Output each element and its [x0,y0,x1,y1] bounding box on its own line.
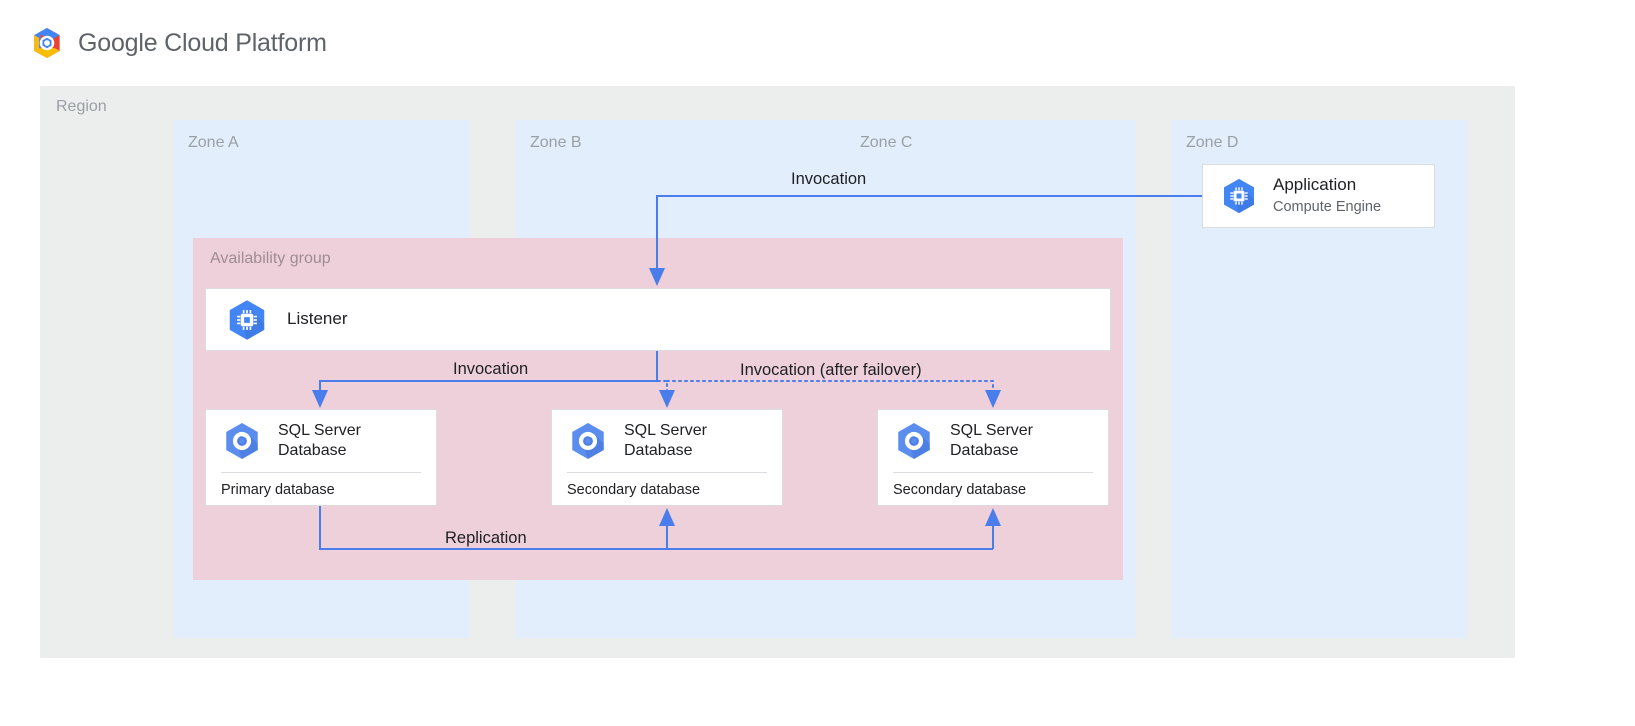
application-subtitle: Compute Engine [1273,198,1382,215]
db-c-title: SQL Server Database [950,422,1033,459]
zone-label-c: Zone C [860,134,913,151]
brand-google: Google [78,28,158,57]
edge-label-invocation-failover: Invocation (after failover) [740,361,922,379]
node-application[interactable]: Application Compute Engine [1202,164,1435,228]
card-divider [567,472,767,473]
listener-title: Listener [287,309,348,329]
db-b-role: Secondary database [567,481,701,498]
db-a-title: SQL Server Database [278,422,361,459]
db-c-role: Secondary database [893,481,1027,498]
brand-cloud-platform: Cloud Platform [157,28,327,57]
zone-label-b: Zone B [530,134,582,151]
node-sql-database-secondary-b[interactable]: SQL Server Database Secondary database [551,409,783,506]
sql-server-icon [898,422,930,460]
compute-engine-icon [229,299,265,340]
zone-label-d: Zone D [1186,134,1239,151]
zone-label-a: Zone A [188,134,239,151]
region-label: Region [56,98,107,115]
availability-group-label: Availability group [210,250,331,267]
edge-label-replication: Replication [445,529,527,547]
node-listener[interactable]: Listener [205,288,1111,351]
edge-label-invocation-primary: Invocation [453,360,529,378]
gcp-branding: Google Cloud Platform [28,24,327,62]
card-divider [893,472,1093,473]
google-cloud-hexagon-logo-icon [34,27,60,59]
compute-engine-icon [1224,178,1254,214]
node-sql-database-secondary-c[interactable]: SQL Server Database Secondary database [877,409,1109,506]
db-a-role: Primary database [221,481,335,498]
edge-label-invocation-top: Invocation [791,170,867,188]
sql-server-icon [226,422,258,460]
db-b-title: SQL Server Database [624,422,707,459]
sql-server-icon [572,422,604,460]
gcp-wordmark: Google Cloud Platform [78,29,327,58]
card-divider [221,472,421,473]
node-sql-database-primary[interactable]: SQL Server Database Primary database [205,409,437,506]
application-title: Application [1273,175,1357,195]
